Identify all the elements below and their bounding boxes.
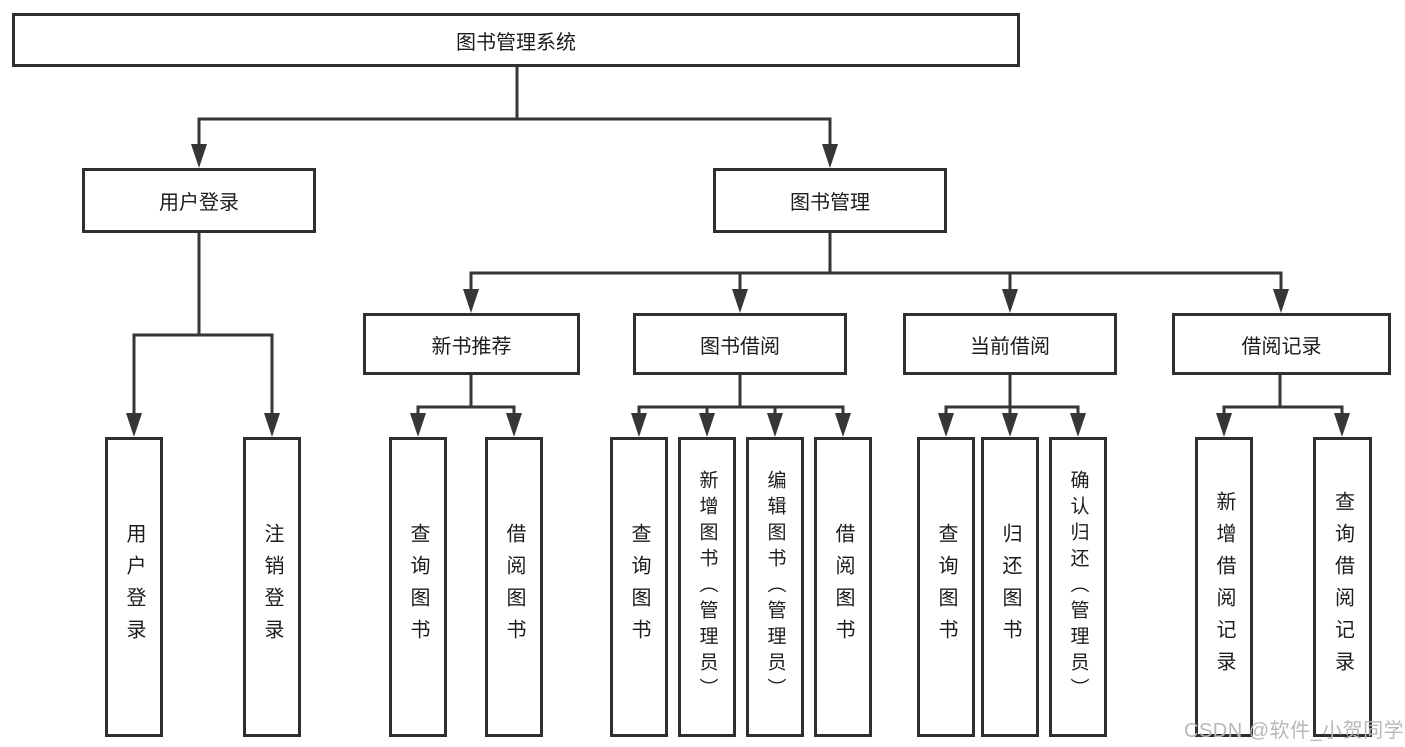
leaf-cb-return-books: 归还图书 [981,437,1039,737]
node-label: 图书管理 [790,192,870,214]
leaf-cb-confirm-return-admin: 确认归还（管理员） [1049,437,1107,737]
node-label: 查询图书 [628,523,650,651]
node-label: 图书管理系统 [456,31,576,54]
node-user-login: 用户登录 [82,168,316,233]
watermark: CSDN @软件_小贺同学 [1184,720,1405,742]
leaf-user-login: 用户登录 [105,437,163,737]
node-borrowing-records: 借阅记录 [1172,313,1391,375]
leaf-bb-query-books: 查询图书 [610,437,668,737]
node-label: 查询借阅记录 [1331,491,1354,683]
node-label: 注销登录 [261,523,283,651]
node-label: 新增图书（管理员） [696,470,718,704]
leaf-nbr-borrow-books: 借阅图书 [485,437,543,737]
node-current-borrowing: 当前借阅 [903,313,1117,375]
leaf-nbr-query-books: 查询图书 [389,437,447,737]
node-label: 用户登录 [159,192,239,214]
node-label: 确认归还（管理员） [1067,470,1089,704]
node-label: 借阅记录 [1241,335,1322,358]
leaf-br-add-borrow-record: 新增借阅记录 [1195,437,1253,737]
node-label: 归还图书 [999,523,1021,651]
node-label: 新书推荐 [431,335,512,358]
node-label: 查询图书 [407,523,429,651]
node-label: 借阅图书 [832,523,854,651]
node-label: 查询图书 [935,523,957,651]
node-label: 借阅图书 [503,523,525,651]
leaf-logout-login: 注销登录 [243,437,301,737]
node-new-book-recommend: 新书推荐 [363,313,580,375]
node-label: 新增借阅记录 [1213,491,1235,683]
arrowhead-icons [126,144,1350,437]
node-book-management: 图书管理 [713,168,947,233]
node-root: 图书管理系统 [12,13,1020,67]
node-label: 编辑图书（管理员） [764,470,786,704]
leaf-cb-query-books: 查询图书 [917,437,975,737]
connector-paths [132,67,1344,415]
node-label: 图书借阅 [700,335,780,358]
node-label: 用户登录 [123,523,145,651]
leaf-br-query-borrow-record: 查询借阅记录 [1313,437,1372,737]
node-book-borrowing: 图书借阅 [633,313,847,375]
leaf-bb-edit-books-admin: 编辑图书（管理员） [746,437,804,737]
leaf-bb-borrow-books: 借阅图书 [814,437,872,737]
node-label: 当前借阅 [970,335,1050,358]
leaf-bb-add-books-admin: 新增图书（管理员） [678,437,736,737]
